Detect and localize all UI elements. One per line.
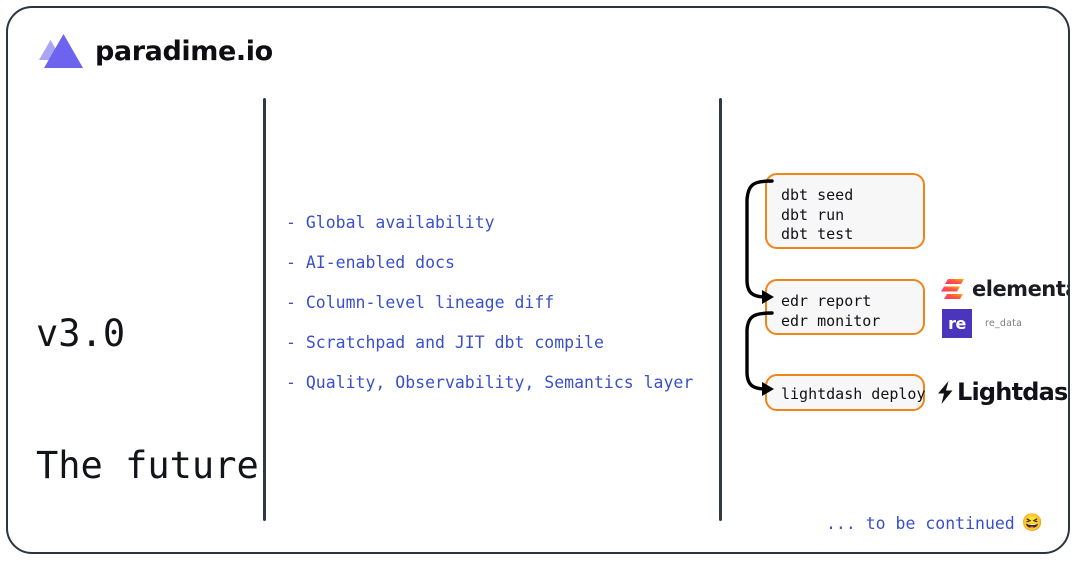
footer-text: ... to be continued: [826, 514, 1015, 533]
slide-card: paradime.io v3.0 The future is open - Gl…: [6, 6, 1070, 554]
list-item: - Global availability: [286, 213, 495, 232]
brand-name: paradime.io: [95, 35, 273, 67]
page-title: v3.0 The future is open: [36, 224, 259, 552]
lightning-bolt-icon: [938, 380, 953, 404]
partner-lightdash-label: Lightdash: [957, 378, 1068, 406]
command-box-dbt: dbt seed dbt run dbt test: [765, 173, 925, 249]
arrow-connector-edr-to-lightdash: [745, 311, 774, 396]
partner-elementary: elementary: [939, 277, 1068, 301]
divider-left: [263, 98, 266, 521]
command-box-lightdash: lightdash deploy: [765, 374, 926, 411]
redata-badge: re: [942, 309, 972, 338]
brand-logo: paradime.io: [38, 30, 273, 72]
partner-elementary-label: elementary: [972, 277, 1068, 301]
elementary-bars-icon: [941, 279, 964, 299]
list-item: - Scratchpad and JIT dbt compile: [286, 333, 604, 352]
list-item: - Column-level lineage diff: [286, 293, 555, 312]
headline-line-1: v3.0: [36, 312, 126, 355]
command-box-edr: edr report edr monitor: [765, 279, 925, 335]
footer-note: ... to be continued 😆: [826, 514, 1043, 533]
arrow-connector-dbt-to-edr: [745, 179, 774, 304]
partner-redata: re re_data: [942, 309, 1022, 338]
headline-line-2: The future: [36, 444, 259, 487]
list-item: - AI-enabled docs: [286, 253, 455, 272]
partner-lightdash: Lightdash: [936, 378, 1068, 406]
partner-redata-label: re_data: [985, 318, 1023, 329]
paradime-triangles-icon: [39, 34, 83, 68]
laughing-emoji-icon: 😆: [1021, 513, 1043, 533]
feature-list: - Global availability - AI-enabled docs …: [286, 211, 693, 394]
list-item: - Quality, Observability, Semantics laye…: [286, 373, 694, 392]
divider-right: [719, 98, 722, 521]
